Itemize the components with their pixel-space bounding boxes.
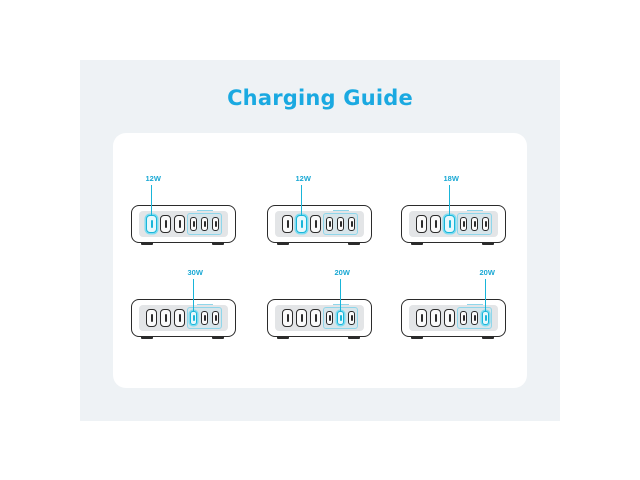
usb-c-port-3-active [444, 215, 455, 233]
charger-foot-right [482, 242, 494, 245]
charger-foot-left [411, 336, 423, 339]
usb-c-port-4 [460, 217, 467, 231]
charger-body [267, 299, 372, 337]
usb-c-port-3 [310, 215, 321, 233]
charger-port-panel [275, 304, 364, 331]
usb-c-port-4 [326, 217, 333, 231]
charger-body [401, 299, 506, 337]
charger-port-panel [139, 304, 228, 331]
guide-card [113, 133, 527, 388]
port-leader-line [150, 185, 153, 215]
charger-foot-left [277, 242, 289, 245]
usb-c-port-6-active [482, 311, 489, 325]
charger-body [267, 205, 372, 243]
usb-c-port-1 [146, 309, 157, 327]
usb-c-port-6 [348, 217, 355, 231]
group-indicator [196, 210, 213, 214]
usb-c-port-1 [282, 215, 293, 233]
wattage-label: 20W [334, 268, 350, 277]
wattage-label: 18W [443, 174, 459, 183]
usb-c-port-3 [174, 215, 185, 233]
charger-port-panel [275, 210, 364, 237]
usb-c-port-1-active [146, 215, 157, 233]
charger-port-panel [139, 210, 228, 237]
port-leader-line [484, 279, 487, 311]
usb-c-port-2-active [296, 215, 307, 233]
wattage-label: 12W [295, 174, 311, 183]
usb-c-port-6 [482, 217, 489, 231]
usb-c-port-5 [471, 217, 478, 231]
usb-c-port-3 [310, 309, 321, 327]
charger-foot-right [348, 336, 360, 339]
wattage-label: 12W [145, 174, 161, 183]
charger-foot-left [411, 242, 423, 245]
charger-port-panel [409, 304, 498, 331]
charger-foot-right [212, 242, 224, 245]
usb-c-port-2 [430, 215, 441, 233]
charger-1 [131, 205, 236, 245]
page-title: Charging Guide [227, 86, 413, 110]
usb-c-port-2 [160, 309, 171, 327]
port-leader-line [448, 185, 451, 215]
usb-c-port-5-active [337, 311, 344, 325]
charger-foot-right [348, 242, 360, 245]
charger-foot-right [482, 336, 494, 339]
port-leader-line [339, 279, 342, 311]
group-indicator [466, 304, 483, 308]
usb-c-port-4 [326, 311, 333, 325]
group-indicator [466, 210, 483, 214]
usb-c-port-1 [282, 309, 293, 327]
usb-c-port-3 [444, 309, 455, 327]
usb-c-port-5 [471, 311, 478, 325]
usb-c-port-1 [416, 215, 427, 233]
charger-port-panel [409, 210, 498, 237]
usb-c-port-4-active [190, 311, 197, 325]
charger-foot-left [141, 242, 153, 245]
usb-c-port-5 [201, 311, 208, 325]
charger-2 [267, 205, 372, 245]
usb-c-port-1 [416, 309, 427, 327]
usb-c-port-4 [190, 217, 197, 231]
charger-5 [267, 299, 372, 339]
usb-c-port-6 [348, 311, 355, 325]
charger-foot-right [212, 336, 224, 339]
usb-c-port-3 [174, 309, 185, 327]
usb-c-port-6 [212, 217, 219, 231]
usb-c-port-2 [296, 309, 307, 327]
usb-c-port-6 [212, 311, 219, 325]
usb-c-port-2 [430, 309, 441, 327]
charger-foot-left [141, 336, 153, 339]
usb-c-port-2 [160, 215, 171, 233]
wattage-label: 30W [187, 268, 203, 277]
usb-c-port-4 [460, 311, 467, 325]
charger-4 [131, 299, 236, 339]
charger-foot-left [277, 336, 289, 339]
port-leader-line [300, 185, 303, 215]
wattage-label: 20W [479, 268, 495, 277]
charger-body [131, 205, 236, 243]
charger-3 [401, 205, 506, 245]
group-indicator [196, 304, 213, 308]
charger-body [131, 299, 236, 337]
charger-body [401, 205, 506, 243]
port-leader-line [192, 279, 195, 311]
charger-6 [401, 299, 506, 339]
group-indicator [332, 210, 349, 214]
usb-c-port-5 [337, 217, 344, 231]
usb-c-port-5 [201, 217, 208, 231]
